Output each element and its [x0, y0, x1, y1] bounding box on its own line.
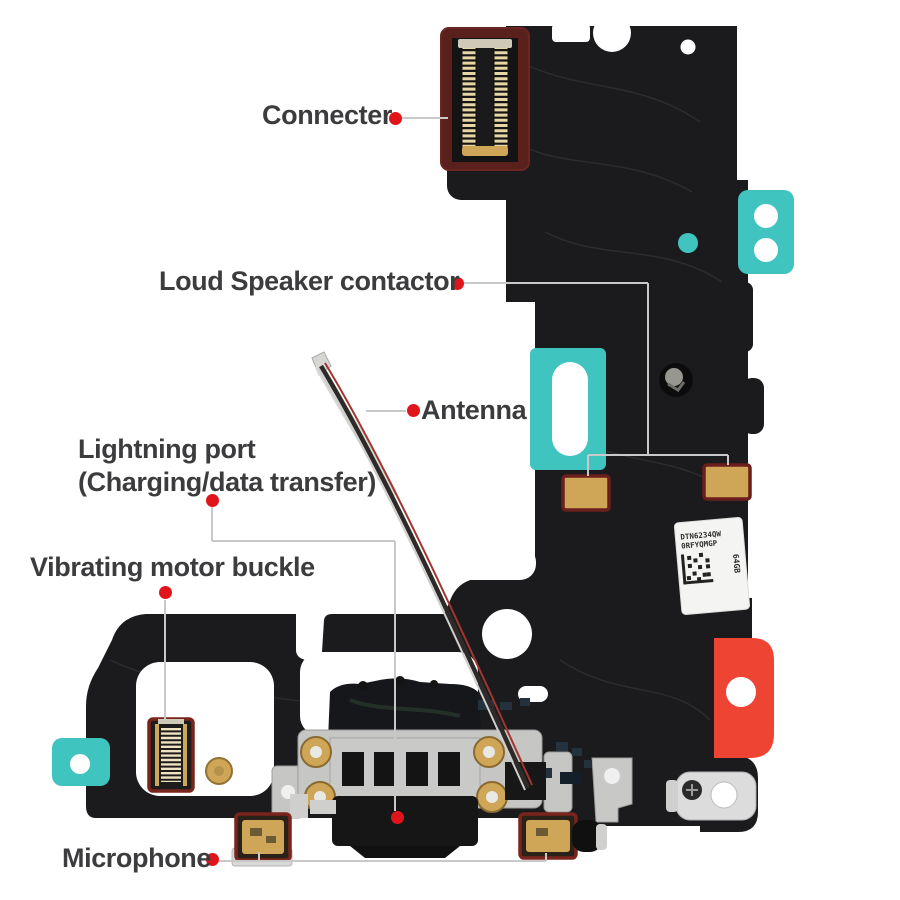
adhesive-tab-red: [714, 638, 774, 758]
lightning-port-assembly: [271, 676, 633, 858]
label-connecter: Connecter: [262, 100, 392, 130]
label-antenna: Antenna: [421, 395, 527, 425]
screw: [659, 363, 693, 397]
label-lightning-line2: (Charging/data transfer): [78, 467, 376, 497]
leader-line: [727, 455, 729, 465]
teal-tab-left: [52, 738, 110, 786]
antenna-cable: [311, 351, 533, 791]
leader-line: [402, 117, 448, 119]
leader-dot-lightning: [206, 494, 219, 507]
leader-line: [164, 600, 166, 722]
label-microphone: Microphone: [62, 843, 211, 873]
label-lightning-line1: Lightning port: [78, 434, 256, 464]
label-loud-speaker: Loud Speaker contactor: [159, 266, 460, 296]
leader-dot-vibrating: [159, 586, 172, 599]
microphone-right: [518, 812, 607, 860]
leader-line: [647, 283, 649, 455]
leader-dot-speaker: [451, 277, 464, 290]
teal-gasket-middle: [530, 348, 606, 470]
leader-line: [545, 853, 547, 861]
leader-line: [394, 541, 396, 811]
qr-code: [680, 552, 714, 585]
leader-line: [587, 455, 589, 476]
leader-line: [258, 852, 260, 861]
leader-line: [366, 410, 406, 412]
microphone-left: [231, 812, 293, 867]
leader-dot-port: [391, 811, 404, 824]
smd-components: [290, 698, 592, 818]
speaker-contact-pads: [561, 463, 752, 512]
teal-tab-right: [738, 190, 794, 274]
serial-sticker: DTN6234QW 0RFYQMGP 64GB: [673, 517, 751, 615]
leader-line: [464, 282, 648, 284]
leader-line: [211, 507, 213, 541]
sticker-line2: 0RFYQMGP: [681, 538, 718, 550]
leader-line: [219, 860, 546, 862]
metal-bracket: [666, 771, 757, 821]
teal-hole-dot: [678, 233, 698, 253]
adhesive-teal-pieces: [52, 190, 794, 786]
leader-line: [588, 454, 728, 456]
leader-dot-connecter: [389, 112, 402, 125]
label-lightning-port: Lightning port (Charging/data transfer): [78, 433, 376, 499]
sticker-capacity: 64GB: [731, 554, 742, 574]
leader-dot-microphone: [206, 853, 219, 866]
label-vibrating-motor: Vibrating motor buckle: [30, 552, 315, 582]
sticker-line1: DTN6234QW: [680, 529, 722, 542]
leader-line: [212, 540, 395, 542]
leader-dot-antenna: [407, 404, 420, 417]
gold-contact-circle: [205, 757, 233, 785]
board-connector: [440, 27, 530, 171]
vibration-motor-connector: [147, 717, 195, 793]
